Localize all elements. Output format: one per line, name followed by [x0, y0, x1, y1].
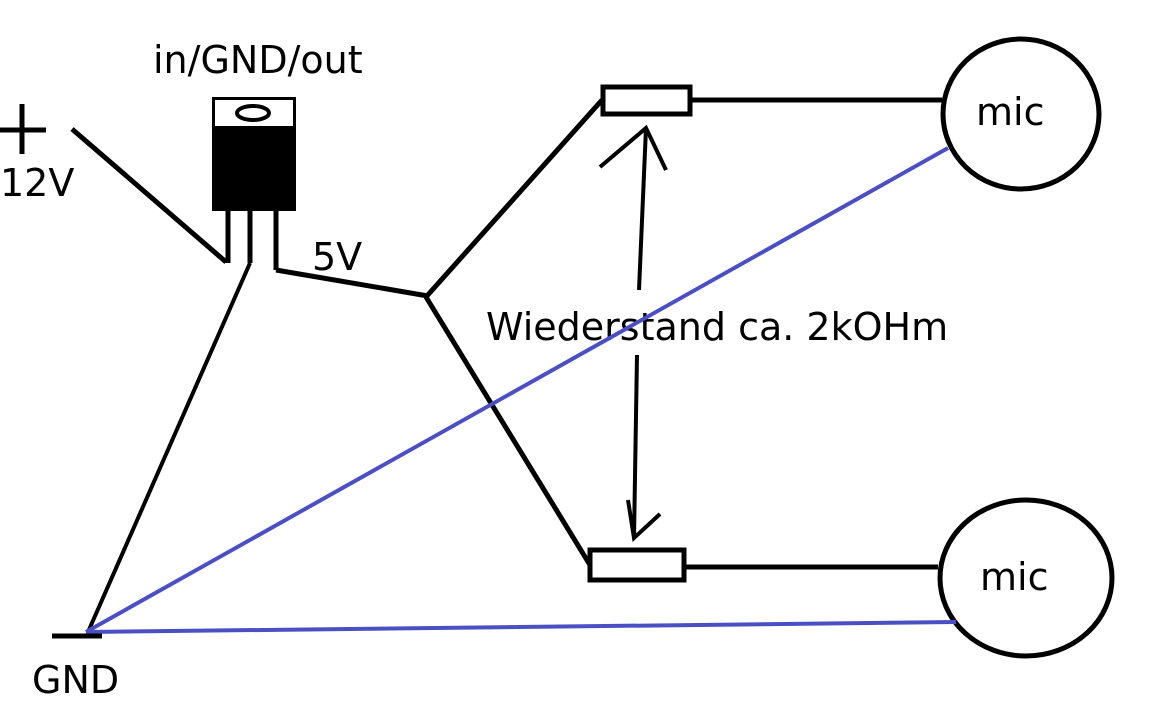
ground-wire-regulator: [86, 262, 252, 633]
mic-bottom-label: mic: [980, 555, 1048, 599]
wire-to-top-resistor: [424, 98, 604, 299]
resistor-value-label: Wiederstand ca. 2kOHm: [486, 305, 948, 349]
supply-voltage-label: 12V: [0, 161, 74, 205]
input-wire: [70, 127, 228, 264]
output-wire: [275, 267, 429, 299]
voltage-regulator-icon: [212, 97, 296, 270]
wire-to-bottom-resistor: [423, 295, 593, 567]
mic-top-label: mic: [976, 90, 1044, 134]
double-arrow-icon: [598, 124, 668, 543]
mic-top-icon: [940, 36, 1102, 192]
ground-wire-mic-bottom: [85, 620, 957, 634]
plus-icon: [0, 104, 46, 154]
output-voltage-label: 5V: [312, 235, 362, 279]
resistor-bottom-icon: [587, 547, 687, 583]
regulator-pin-label: in/GND/out: [153, 38, 363, 82]
resistor-top-icon: [600, 84, 693, 117]
mic-bottom-icon: [937, 497, 1115, 659]
ground-label: GND: [32, 658, 119, 702]
ground-wire-mic-top: [85, 146, 949, 634]
